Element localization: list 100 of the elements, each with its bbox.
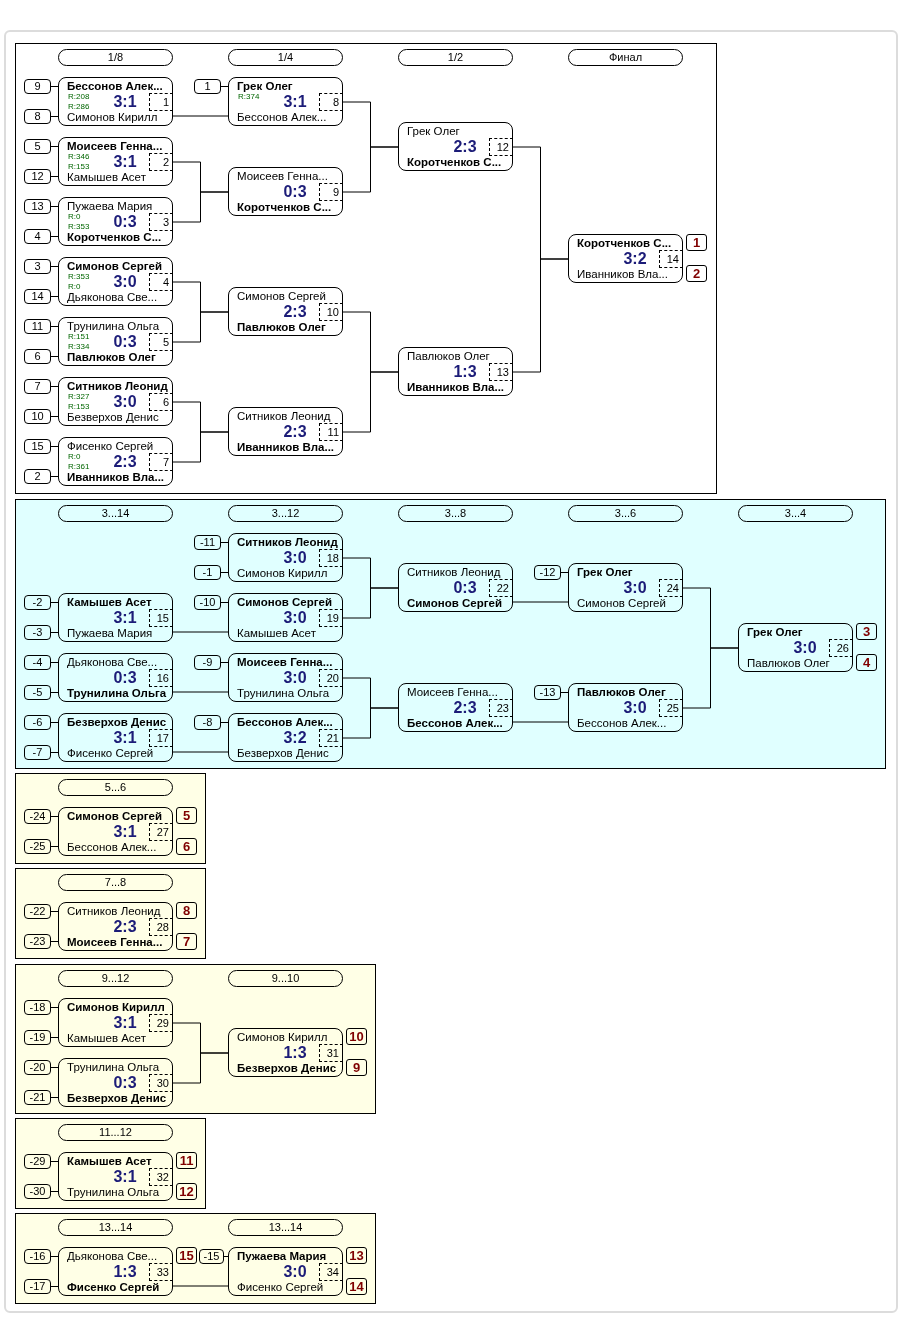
place-badge: 6 xyxy=(176,838,197,855)
bracket-panel xyxy=(15,1118,206,1209)
match-score: 3:0 xyxy=(282,609,308,627)
seed-box: -7 xyxy=(24,745,51,760)
connector-line xyxy=(172,631,229,633)
player-name: Симонов Сергей xyxy=(67,260,162,273)
player-name: Ситников Леонид xyxy=(237,536,338,549)
player-name: Трунилина Ольга xyxy=(67,320,160,333)
seed-box: 6 xyxy=(24,349,51,364)
connector-line xyxy=(50,692,59,693)
match-card xyxy=(228,1247,343,1296)
match-score: 3:2 xyxy=(282,729,308,747)
rating: R:153 xyxy=(68,162,90,171)
player-name: Безверхов Денис xyxy=(237,747,329,760)
rating: R:151 xyxy=(68,332,90,341)
player-name: Симонов Кирилл xyxy=(67,111,158,124)
match-number-tag: 8 xyxy=(319,93,343,111)
player-name: Павлюков Олег xyxy=(407,350,490,363)
rating: R:286 xyxy=(68,102,90,111)
match-number-tag: 26 xyxy=(829,639,853,657)
seed-box: 2 xyxy=(24,469,51,484)
match-number-tag: 2 xyxy=(149,153,173,171)
player-name: Трунилина Ольга xyxy=(67,1186,160,1199)
seed-box: -6 xyxy=(24,715,51,730)
match-card xyxy=(228,407,343,456)
seed-box: 7 xyxy=(24,379,51,394)
connector-line xyxy=(50,146,59,147)
place-badge: 7 xyxy=(176,933,197,950)
connector-line xyxy=(50,1286,59,1287)
player-name: Бессонов Алек... xyxy=(67,80,163,93)
match-card xyxy=(58,317,173,366)
match-number-tag: 33 xyxy=(149,1263,173,1281)
connector-line xyxy=(220,662,229,663)
connector-line xyxy=(220,542,229,543)
seed-box: -19 xyxy=(24,1030,51,1045)
match-card xyxy=(58,437,173,486)
match-number-tag: 28 xyxy=(149,918,173,936)
place-badge: 11 xyxy=(176,1152,197,1169)
connector-line xyxy=(172,1285,229,1287)
player-name: Бессонов Алек... xyxy=(237,716,333,729)
connector-line xyxy=(50,1037,59,1038)
player-name: Камышев Асет xyxy=(237,627,316,640)
connector-line xyxy=(50,116,59,117)
player-name: Симонов Сергей xyxy=(407,597,502,610)
seed-box: -8 xyxy=(194,715,221,730)
match-score: 3:2 xyxy=(622,250,648,268)
connector-line xyxy=(50,326,59,327)
connector-line xyxy=(512,258,569,373)
connector-line xyxy=(342,146,399,193)
match-number-tag: 25 xyxy=(659,699,683,717)
bracket-panel xyxy=(15,868,206,959)
player-name: Дьяконова Све... xyxy=(67,1250,158,1263)
rating: R:353 xyxy=(68,272,90,281)
match-card xyxy=(228,287,343,336)
place-badge: 14 xyxy=(346,1278,367,1295)
match-score: 1:3 xyxy=(452,363,478,381)
match-card xyxy=(228,533,343,582)
match-score: 3:0 xyxy=(112,273,138,291)
place-badge: 15 xyxy=(176,1247,197,1264)
connector-line xyxy=(50,296,59,297)
match-number-tag: 18 xyxy=(319,549,343,567)
place-badge: 8 xyxy=(176,902,197,919)
connector-line xyxy=(50,206,59,207)
seed-box: 14 xyxy=(24,289,51,304)
seed-box: -9 xyxy=(194,655,221,670)
rating: R:0 xyxy=(68,452,81,461)
seed-box: 10 xyxy=(24,409,51,424)
player-name: Коротченков С... xyxy=(577,237,672,250)
match-card xyxy=(738,623,853,672)
match-score: 3:0 xyxy=(112,393,138,411)
connector-line xyxy=(50,476,59,477)
connector-line xyxy=(50,846,59,847)
match-card xyxy=(228,77,343,126)
player-name: Безверхов Денис xyxy=(67,1092,167,1105)
match-score: 3:1 xyxy=(112,1168,138,1186)
connector-line xyxy=(50,816,59,817)
connector-line xyxy=(560,692,569,693)
connector-line xyxy=(220,602,229,603)
seed-box: 15 xyxy=(24,439,51,454)
player-name: Павлюков Олег xyxy=(577,686,666,699)
connector-line xyxy=(50,1097,59,1098)
match-card xyxy=(398,347,513,396)
match-score: 3:0 xyxy=(622,699,648,717)
match-score: 3:0 xyxy=(792,639,818,657)
connector-line xyxy=(172,1052,229,1084)
player-name: Симонов Сергей xyxy=(237,290,326,303)
player-name: Трунилина Ольга xyxy=(237,687,330,700)
player-name: Моисеев Генна... xyxy=(237,656,333,669)
connector-line xyxy=(50,266,59,267)
seed-box: -30 xyxy=(24,1184,51,1199)
player-name: Бессонов Алек... xyxy=(577,717,667,730)
match-number-tag: 6 xyxy=(149,393,173,411)
connector-line xyxy=(220,722,229,723)
seed-box: -3 xyxy=(24,625,51,640)
seed-box: -2 xyxy=(24,595,51,610)
rating: R:353 xyxy=(68,222,90,231)
connector-line xyxy=(50,386,59,387)
match-card xyxy=(58,593,173,642)
player-name: Пужаева Мария xyxy=(67,200,153,213)
player-name: Симонов Кирилл xyxy=(237,1031,328,1044)
